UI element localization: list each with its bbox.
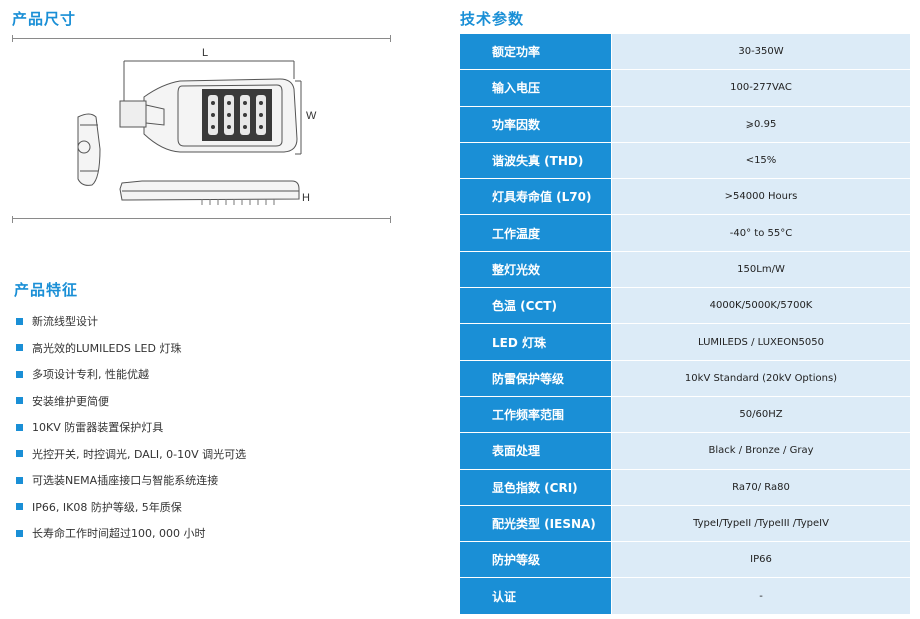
feature-item: 可选装NEMA插座接口与智能系统连接	[16, 467, 246, 494]
spec-value: 150Lm/W	[612, 251, 910, 288]
feature-text: 多项设计专利, 性能优越	[32, 368, 149, 382]
spec-value: 100-277VAC	[612, 70, 910, 106]
spec-label: 配光类型 (IESNA)	[460, 505, 612, 542]
features-list: 新流线型设计 高光效的LUMILEDS LED 灯珠 多项设计专利, 性能优越 …	[16, 308, 246, 547]
feature-text: 光控开关, 时控调光, DALI, 0-10V 调光可选	[32, 447, 247, 461]
spec-row-certification: 认证-	[460, 578, 910, 615]
spec-label: 输入电压	[460, 70, 612, 106]
length-label: L	[202, 47, 208, 59]
square-bullet-icon	[16, 317, 23, 325]
spec-value: >54000 Hours	[612, 179, 910, 215]
feature-text: 安装维护更简便	[32, 394, 109, 408]
spec-label: 整灯光效	[460, 251, 612, 288]
specs-heading: 技术参数	[460, 10, 525, 28]
spec-value: 50/60HZ	[612, 396, 910, 433]
feature-item: 10KV 防雷器装置保护灯具	[16, 414, 246, 441]
spec-value: -	[612, 578, 910, 614]
square-bullet-icon	[16, 450, 23, 458]
height-label: H	[302, 192, 310, 204]
spec-value: IP66	[612, 542, 910, 578]
spec-label: 功率因数	[460, 106, 612, 142]
width-label: W	[306, 110, 317, 122]
square-bullet-icon	[16, 344, 23, 352]
spec-value: ⩾0.95	[612, 106, 910, 142]
spec-value: Ra70/ Ra80	[612, 469, 910, 505]
spec-row-power-factor: 功率因数⩾0.95	[460, 106, 910, 143]
spec-label: 防雷保护等级	[460, 360, 612, 396]
spec-value: 30-350W	[612, 34, 910, 70]
feature-item: 高光效的LUMILEDS LED 灯珠	[16, 335, 246, 362]
dimensions-heading: 产品尺寸	[12, 10, 77, 28]
spec-label: 防护等级	[460, 542, 612, 578]
feature-text: 可选装NEMA插座接口与智能系统连接	[32, 474, 219, 488]
spec-label: 认证	[460, 578, 612, 614]
spec-label: 表面处理	[460, 433, 612, 469]
dimension-drawing: L W H	[12, 35, 391, 223]
spec-label: 额定功率	[460, 34, 612, 70]
feature-text: IP66, IK08 防护等级, 5年质保	[32, 500, 182, 514]
feature-item: 安装维护更简便	[16, 388, 246, 415]
feature-item: 新流线型设计	[16, 308, 246, 335]
feature-item: 多项设计专利, 性能优越	[16, 361, 246, 388]
feature-item: 光控开关, 时控调光, DALI, 0-10V 调光可选	[16, 441, 246, 468]
square-bullet-icon	[16, 476, 23, 484]
square-bullet-icon	[16, 529, 23, 537]
spec-label: 显色指数 (CRI)	[460, 469, 612, 505]
feature-item: 长寿命工作时间超过100, 000 小时	[16, 520, 246, 547]
spec-label: 色温 (CCT)	[460, 288, 612, 324]
spec-label: 灯具寿命值 (L70)	[460, 179, 612, 215]
feature-text: 10KV 防雷器装置保护灯具	[32, 421, 164, 435]
spec-value: 4000K/5000K/5700K	[612, 288, 910, 324]
square-bullet-icon	[16, 397, 23, 405]
square-bullet-icon	[16, 503, 23, 511]
feature-text: 长寿命工作时间超过100, 000 小时	[32, 527, 206, 541]
square-bullet-icon	[16, 370, 23, 378]
features-heading: 产品特征	[14, 281, 79, 299]
spec-label: LED 灯珠	[460, 324, 612, 360]
spec-label: 谐波失真 (THD)	[460, 142, 612, 179]
spec-label: 工作温度	[460, 215, 612, 251]
spec-value: <15%	[612, 142, 910, 179]
square-bullet-icon	[16, 423, 23, 431]
spec-row-operating-temp: 工作温度-40° to 55°C	[460, 215, 910, 252]
frame-tick	[12, 35, 13, 42]
spec-value: LUMILEDS / LUXEON5050	[612, 324, 910, 360]
spec-row-lifetime: 灯具寿命值 (L70)>54000 Hours	[460, 179, 910, 216]
spec-value: Black / Bronze / Gray	[612, 433, 910, 469]
spec-value: TypeI/TypeII /TypeIII /TypeIV	[612, 505, 910, 542]
spec-label: 工作频率范围	[460, 396, 612, 433]
feature-text: 高光效的LUMILEDS LED 灯珠	[32, 341, 182, 355]
spec-row-cct: 色温 (CCT)4000K/5000K/5700K	[460, 288, 910, 325]
feature-item: IP66, IK08 防护等级, 5年质保	[16, 494, 246, 521]
feature-text: 新流线型设计	[32, 315, 98, 329]
spec-value: 10kV Standard (20kV Options)	[612, 360, 910, 396]
spec-row-cri: 显色指数 (CRI)Ra70/ Ra80	[460, 469, 910, 506]
frame-tick	[390, 35, 391, 42]
luminaire-drawing: L W H	[77, 47, 317, 205]
spec-value: -40° to 55°C	[612, 215, 910, 251]
spec-row-thd: 谐波失真 (THD)<15%	[460, 142, 910, 180]
frame-tick	[390, 216, 391, 223]
spec-row-distribution: 配光类型 (IESNA)TypeI/TypeII /TypeIII /TypeI…	[460, 505, 910, 543]
frame-tick	[12, 216, 13, 223]
